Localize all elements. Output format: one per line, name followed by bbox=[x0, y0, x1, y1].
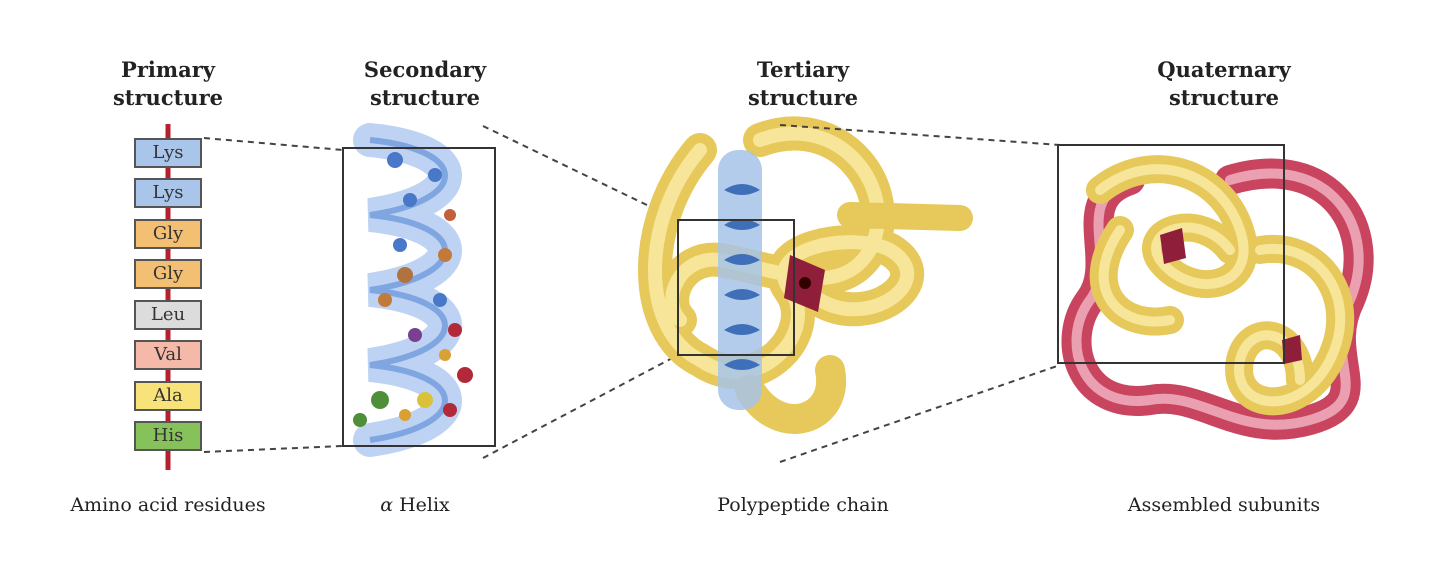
residue-box: Lys bbox=[134, 138, 202, 168]
alpha-symbol: α bbox=[380, 494, 394, 516]
tertiary-frame bbox=[677, 219, 795, 356]
residue-box: Leu bbox=[134, 300, 202, 330]
alpha-helix-illustration bbox=[342, 123, 496, 457]
primary-caption: Amino acid residues bbox=[70, 494, 266, 516]
residue-box: Lys bbox=[134, 178, 202, 208]
residue-box: Gly bbox=[134, 219, 202, 249]
connector-line bbox=[779, 124, 1061, 146]
tertiary-structure-heading: Tertiary structure bbox=[747, 57, 859, 110]
tertiary-chain-illustration bbox=[638, 116, 973, 434]
residue-box: His bbox=[134, 421, 202, 451]
connector-line bbox=[482, 125, 679, 221]
residue-box: Gly bbox=[134, 259, 202, 289]
primary-structure-heading: Primary structure bbox=[112, 57, 224, 110]
connector-line bbox=[203, 445, 344, 453]
secondary-caption: α Helix bbox=[265, 494, 565, 516]
quaternary-frame bbox=[1057, 144, 1285, 364]
connector-line bbox=[482, 354, 679, 459]
residue-box: Val bbox=[134, 340, 202, 370]
quaternary-structure-heading: Quaternary structure bbox=[1157, 57, 1291, 110]
quaternary-subunits-illustration bbox=[1057, 144, 1374, 440]
quaternary-caption: Assembled subunits bbox=[1127, 494, 1321, 516]
helix-atoms bbox=[353, 152, 473, 427]
residue-box: Ala bbox=[134, 381, 202, 411]
helix-frame bbox=[342, 147, 496, 447]
connector-line bbox=[203, 137, 344, 151]
tertiary-caption: Polypeptide chain bbox=[717, 494, 889, 516]
secondary-structure-heading: Secondary structure bbox=[363, 57, 487, 110]
secondary-caption-text: Helix bbox=[393, 494, 450, 516]
connector-line bbox=[779, 364, 1061, 463]
